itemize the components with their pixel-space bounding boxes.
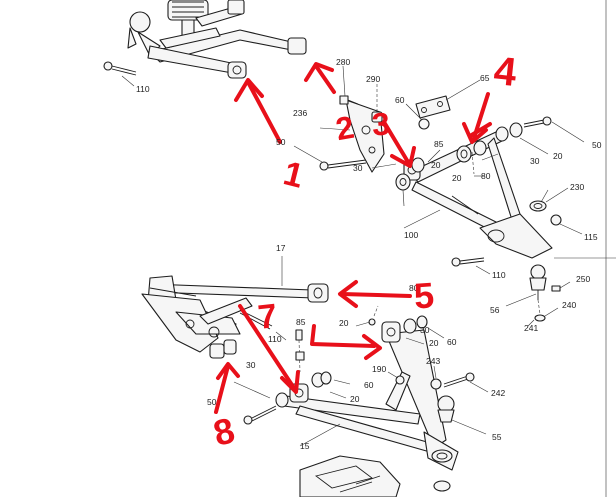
label-100: 100	[404, 230, 419, 240]
ball-joint-55	[437, 395, 487, 435]
bolt-242	[443, 372, 489, 393]
label-240: 240	[562, 300, 577, 310]
knuckle-top-left	[127, 11, 161, 57]
hardware-240-241-250	[527, 281, 571, 327]
label-17: 17	[276, 243, 286, 253]
upper-control-arm-top	[147, 27, 247, 79]
label-243: 243	[426, 356, 441, 366]
annotation-arrows	[214, 62, 492, 414]
panel-borders	[554, 0, 616, 497]
label-20-center: 20	[431, 160, 441, 170]
annotation-number-4: 4	[491, 48, 519, 96]
label-60-lower-a: 60	[447, 337, 457, 347]
bolt-110-top	[103, 61, 137, 87]
shock-absorber	[167, 0, 209, 43]
hardware-85-lower	[295, 329, 305, 373]
label-250: 250	[576, 274, 591, 284]
washer-60-top	[405, 103, 430, 130]
label-241: 241	[524, 323, 539, 333]
clip-230	[529, 187, 569, 212]
bolt-50-left	[293, 145, 367, 171]
label-15: 15	[300, 441, 310, 451]
bushings-lower-center	[275, 305, 445, 408]
label-230: 230	[570, 182, 585, 192]
frame-left-lower	[141, 287, 253, 359]
label-85-top: 85	[434, 139, 444, 149]
label-110-mid: 110	[492, 270, 506, 280]
label-85-lower: 85	[296, 317, 306, 327]
label-60-lower-b: 60	[364, 380, 374, 390]
annotation-number-5: 5	[412, 274, 436, 317]
label-50-lower: 50	[207, 397, 217, 407]
label-20-mid: 20	[452, 173, 462, 183]
label-80-top: 80	[481, 171, 491, 181]
label-20-lower-a: 20	[339, 318, 349, 328]
label-30-lower-b: 30	[246, 360, 256, 370]
label-190: 190	[372, 364, 387, 374]
hardware-280-290	[339, 65, 383, 123]
bolt-50-lower	[233, 381, 277, 425]
label-115: 115	[584, 232, 598, 242]
ball-joint-56	[505, 264, 547, 307]
annotation-number-7: 7	[256, 297, 279, 337]
label-20-lower-b: 20	[429, 338, 439, 348]
label-110-top: 110	[136, 84, 150, 94]
label-55: 55	[492, 432, 502, 442]
bolt-110-mid	[451, 257, 491, 275]
label-30-right: 30	[530, 156, 540, 166]
label-242: 242	[491, 388, 506, 398]
nut-115	[550, 214, 562, 226]
label-50-left: 50	[276, 137, 286, 147]
label-290: 290	[366, 74, 381, 84]
label-20-lower-c: 20	[350, 394, 360, 404]
bolt-50-right	[523, 116, 585, 143]
label-30-left: 30	[353, 163, 363, 173]
bottom-component	[299, 455, 451, 497]
label-30-lower-a: 30	[420, 325, 430, 335]
label-110-lower: 110	[268, 334, 282, 344]
leaders-upper	[319, 127, 583, 235]
nut-243	[430, 365, 442, 390]
bushings-right-top	[456, 122, 523, 175]
plate-65	[415, 79, 481, 119]
label-56: 56	[490, 305, 500, 315]
label-236: 236	[293, 108, 308, 118]
label-60-top: 60	[395, 95, 405, 105]
label-80-lower: 80	[409, 283, 419, 293]
label-50-right: 50	[592, 140, 602, 150]
label-20-right: 20	[553, 151, 563, 161]
annotation-number-3: 3	[370, 105, 392, 143]
label-65: 65	[480, 73, 490, 83]
label-280: 280	[336, 57, 351, 67]
